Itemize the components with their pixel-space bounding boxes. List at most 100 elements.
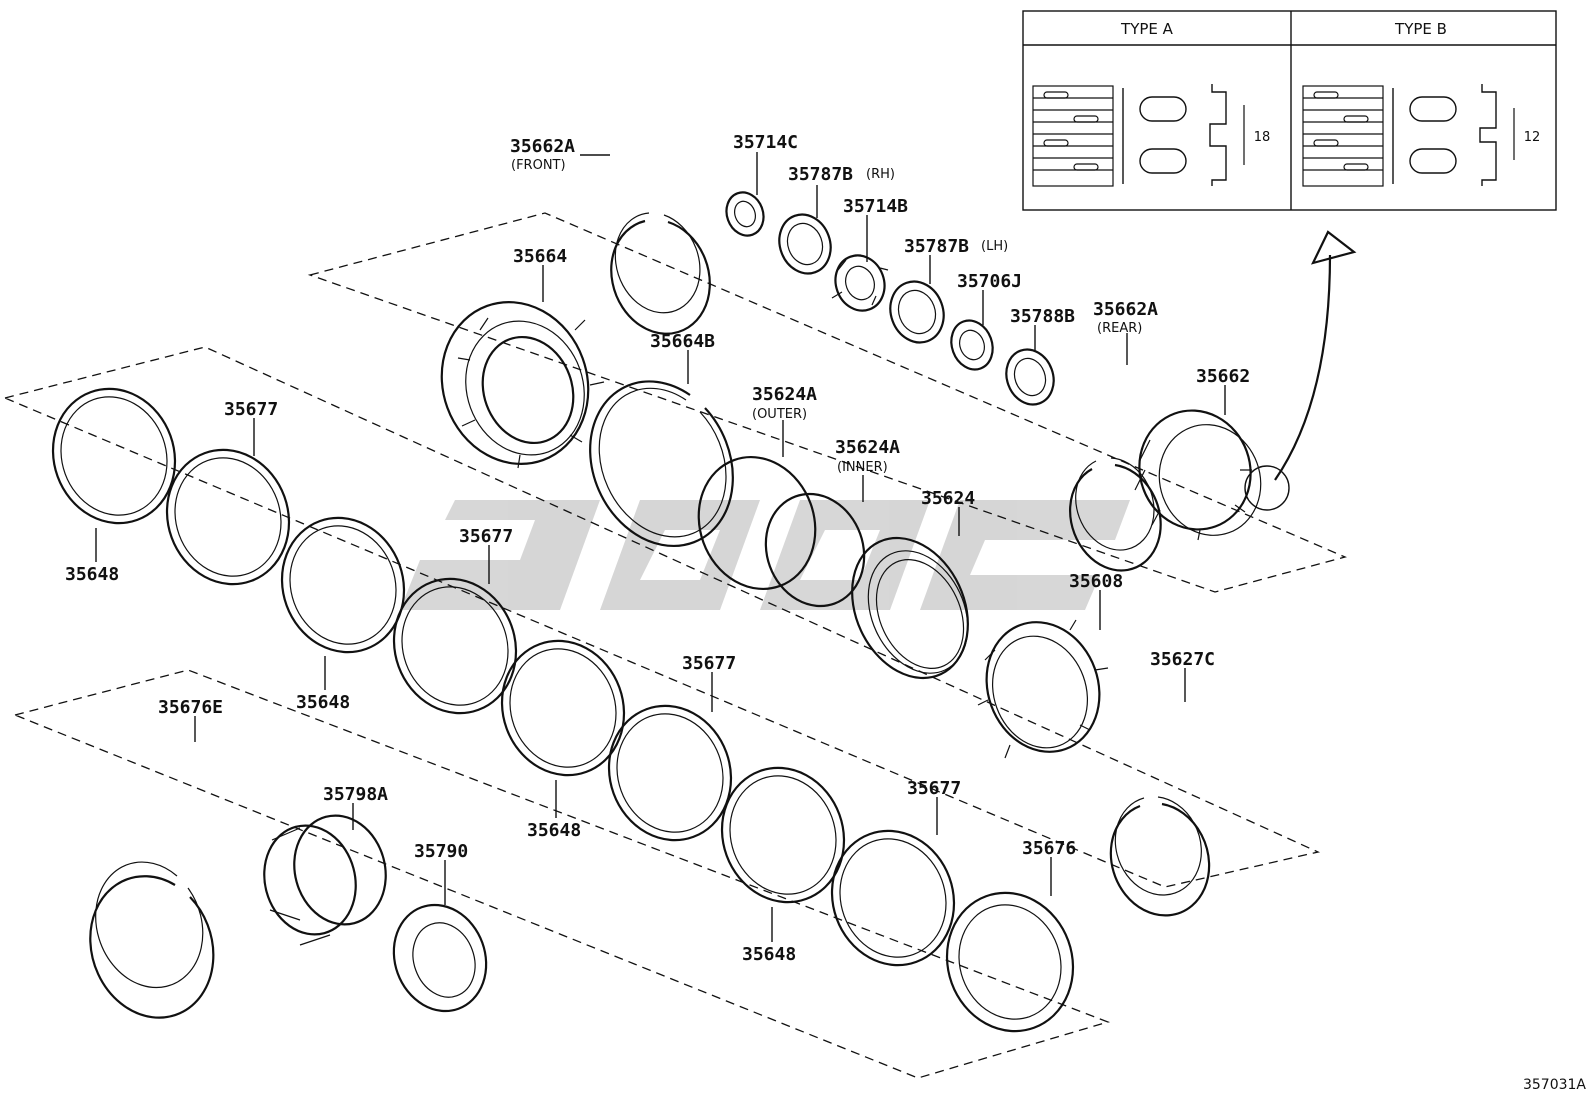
clutch-plate-35648-4 xyxy=(720,766,846,904)
type-a-detail: 18 xyxy=(1032,84,1271,187)
bearing-35714b xyxy=(831,254,889,312)
part-number: 35648 xyxy=(65,564,119,585)
snap-ring-35627c xyxy=(1109,796,1211,917)
clutch-disc-35677-2 xyxy=(392,577,518,715)
part-number: 35624A xyxy=(752,384,817,405)
part-number: 35787B xyxy=(788,164,853,185)
part-qualifier: (FRONT) xyxy=(511,158,566,173)
part-qualifier: (RH) xyxy=(866,167,895,182)
label-35677-3: 35677 xyxy=(682,653,736,674)
label-35676: 35676 xyxy=(1022,838,1076,859)
label-35608: 35608 xyxy=(1069,571,1123,592)
part-number: 35662 xyxy=(1196,366,1250,387)
label-35648-2: 35648 xyxy=(296,692,350,713)
label-35677-1: 35677 xyxy=(224,399,278,420)
part-number: 35676E xyxy=(158,697,223,718)
label-35787b-rh: 35787B (RH) xyxy=(788,164,895,185)
part-number: 35627C xyxy=(1150,649,1215,670)
part-number: 35662A xyxy=(510,136,575,157)
part-number: 35664 xyxy=(513,246,567,267)
group-box-middle xyxy=(2,346,1321,888)
part-number: 35664B xyxy=(650,331,715,352)
part-number: 35677 xyxy=(224,399,278,420)
thrust-washer-35714c xyxy=(725,191,765,237)
label-35664b: 35664B xyxy=(650,331,715,352)
snap-ring-35662a-rear xyxy=(1069,457,1162,572)
piston-35664 xyxy=(440,301,605,469)
label-35788b: 35788B xyxy=(1010,306,1075,327)
label-35790: 35790 xyxy=(414,841,468,862)
type-b-dimension: 12 xyxy=(1524,130,1541,145)
label-35677-2: 35677 xyxy=(459,526,513,547)
part-qualifier: (INNER) xyxy=(837,460,888,475)
label-35662a-rear: 35662A (REAR) xyxy=(1093,299,1158,336)
label-35662: 35662 xyxy=(1196,366,1250,387)
label-35798a: 35798A xyxy=(323,784,388,805)
label-35714c: 35714C xyxy=(733,132,798,153)
label-35648-4: 35648 xyxy=(742,944,796,965)
one-way-clutch-35798a xyxy=(263,814,387,946)
label-35677-4: 35677 xyxy=(907,778,961,799)
part-number: 35677 xyxy=(459,526,513,547)
clutch-plate-35648-1 xyxy=(51,387,177,525)
piston-35624 xyxy=(851,536,969,680)
label-35787b-lh: 35787B (LH) xyxy=(904,236,1008,257)
type-a-title: TYPE A xyxy=(1120,20,1174,38)
clutch-disc-35677-3 xyxy=(607,704,733,842)
label-35627c: 35627C xyxy=(1150,649,1215,670)
race-35790 xyxy=(392,903,488,1013)
watermark-logo xyxy=(400,500,1130,610)
type-a-dimension: 18 xyxy=(1254,130,1271,145)
washer-35787b-lh xyxy=(889,280,945,344)
label-35624: 35624 xyxy=(921,488,975,509)
type-inset-box: TYPE A TYPE B 18 xyxy=(1022,10,1557,211)
clutch-drum-35662 xyxy=(1134,409,1262,541)
label-35624a-inner: 35624A (INNER) xyxy=(835,437,900,475)
part-number: 35798A xyxy=(323,784,388,805)
part-number: 35608 xyxy=(1069,571,1123,592)
type-b-title: TYPE B xyxy=(1394,20,1447,38)
label-35624a-outer: 35624A (OUTER) xyxy=(752,384,817,422)
label-35648-1: 35648 xyxy=(65,564,119,585)
part-number: 35714C xyxy=(733,132,798,153)
part-qualifier: (LH) xyxy=(981,239,1008,254)
part-number: 35677 xyxy=(907,778,961,799)
o-ring-35624a-inner xyxy=(764,492,866,608)
part-number: 35624 xyxy=(921,488,975,509)
part-number: 35676 xyxy=(1022,838,1076,859)
part-number: 35662A xyxy=(1093,299,1158,320)
group-box-top xyxy=(307,212,1347,593)
part-number: 35706J xyxy=(957,271,1022,292)
part-qualifier: (REAR) xyxy=(1097,321,1142,336)
label-35706j: 35706J xyxy=(957,271,1022,292)
part-number: 35787B xyxy=(904,236,969,257)
part-number: 35624A xyxy=(835,437,900,458)
label-35714b: 35714B xyxy=(843,196,908,217)
part-number: 35677 xyxy=(682,653,736,674)
leader-lines xyxy=(95,152,1226,942)
part-qualifier: (OUTER) xyxy=(752,407,807,422)
part-number: 35790 xyxy=(414,841,468,862)
part-number: 35648 xyxy=(742,944,796,965)
callout-arrow-head xyxy=(1310,230,1357,265)
clutch-plate-35648-3 xyxy=(500,639,626,777)
diagram-code: 357031A xyxy=(1523,1077,1586,1093)
part-number: 35788B xyxy=(1010,306,1075,327)
clutch-disc-35677-4 xyxy=(830,829,956,967)
washer-35787b-rh xyxy=(778,213,832,275)
flange-35676 xyxy=(945,891,1075,1033)
clutch-disc-35677-1 xyxy=(165,448,291,586)
snap-ring-35662a-front xyxy=(610,212,711,335)
label-35676e: 35676E xyxy=(158,697,223,718)
label-35662a-front: 35662A (FRONT) xyxy=(510,136,575,173)
bearing-35706j xyxy=(950,319,994,371)
part-number: 35648 xyxy=(527,820,581,841)
label-35648-3: 35648 xyxy=(527,820,581,841)
type-b-detail: 12 xyxy=(1302,84,1541,187)
callout-circle xyxy=(1244,465,1290,511)
snap-ring-35676e xyxy=(89,861,215,1019)
return-spring-35608 xyxy=(977,619,1109,759)
part-number: 35714B xyxy=(843,196,908,217)
